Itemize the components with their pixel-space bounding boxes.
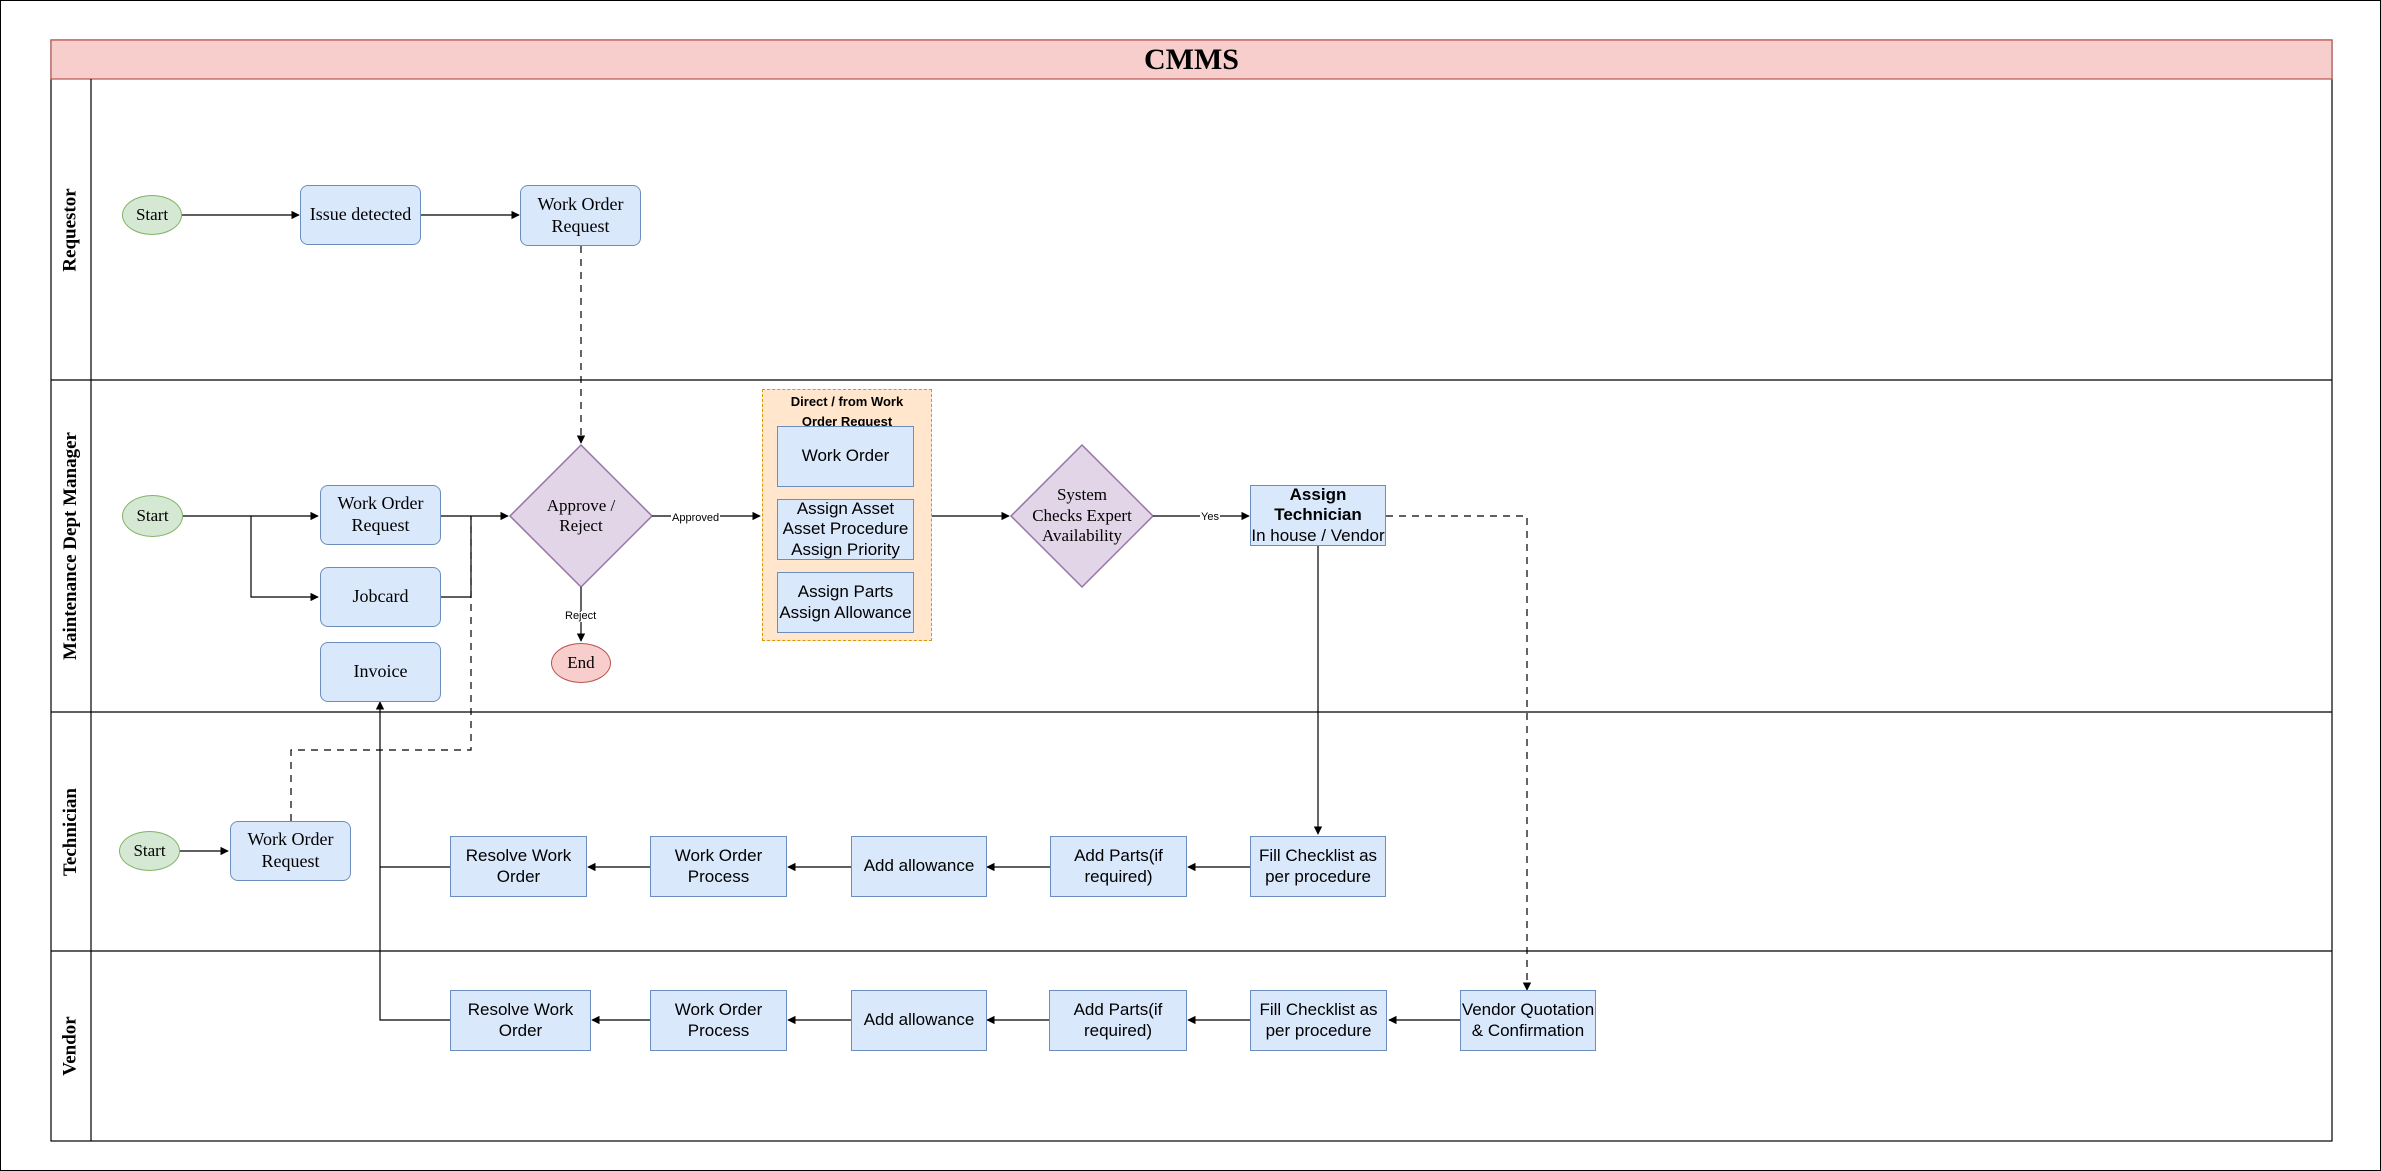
requestor-start[interactable]: Start	[122, 195, 182, 235]
reject-edge-label: Reject	[564, 610, 598, 622]
end-terminal[interactable]: End	[551, 643, 611, 683]
pool-title-bar	[50, 39, 2333, 80]
manager-start[interactable]: Start	[122, 495, 183, 537]
edge-tech-request-link	[290, 516, 472, 821]
lane-label-text: Requestor	[60, 187, 82, 272]
edge-start-to-jobcard	[183, 515, 319, 602]
group-work-order-box[interactable]: Work Order	[777, 426, 914, 487]
issue-detected-box[interactable]: Issue detected	[300, 185, 421, 245]
edge-assign-to-vendor	[1386, 515, 1532, 991]
lane-label-manager: Maintenance Dept Manager	[51, 380, 91, 712]
technician-start[interactable]: Start	[119, 831, 180, 871]
technician-allowance-box[interactable]: Add allowance	[851, 836, 987, 897]
vendor-quotation-box[interactable]: Vendor Quotation& Confirmation	[1460, 990, 1596, 1051]
vendor-allowance-box[interactable]: Add allowance	[851, 990, 987, 1051]
lane-label-technician: Technician	[51, 712, 91, 951]
lane-label-text: Technician	[60, 787, 81, 876]
invoice-box[interactable]: Invoice	[320, 642, 441, 702]
jobcard-box[interactable]: Jobcard	[320, 567, 441, 627]
lane-label-text: Maintenance Dept Manager	[60, 432, 81, 660]
edge-resolve-to-invoice	[375, 701, 450, 1021]
pool-title: CMMS	[1144, 42, 1239, 76]
approved-edge-label: Approved	[671, 512, 721, 524]
yes-edge-label: Yes	[1200, 511, 1220, 523]
lane-label-requestor: Requestor	[51, 79, 91, 380]
lane-label-vendor: Vendor	[51, 951, 91, 1141]
system-check-diamond[interactable]	[1009, 443, 1155, 589]
lane-label-text: Vendor	[60, 1016, 82, 1076]
